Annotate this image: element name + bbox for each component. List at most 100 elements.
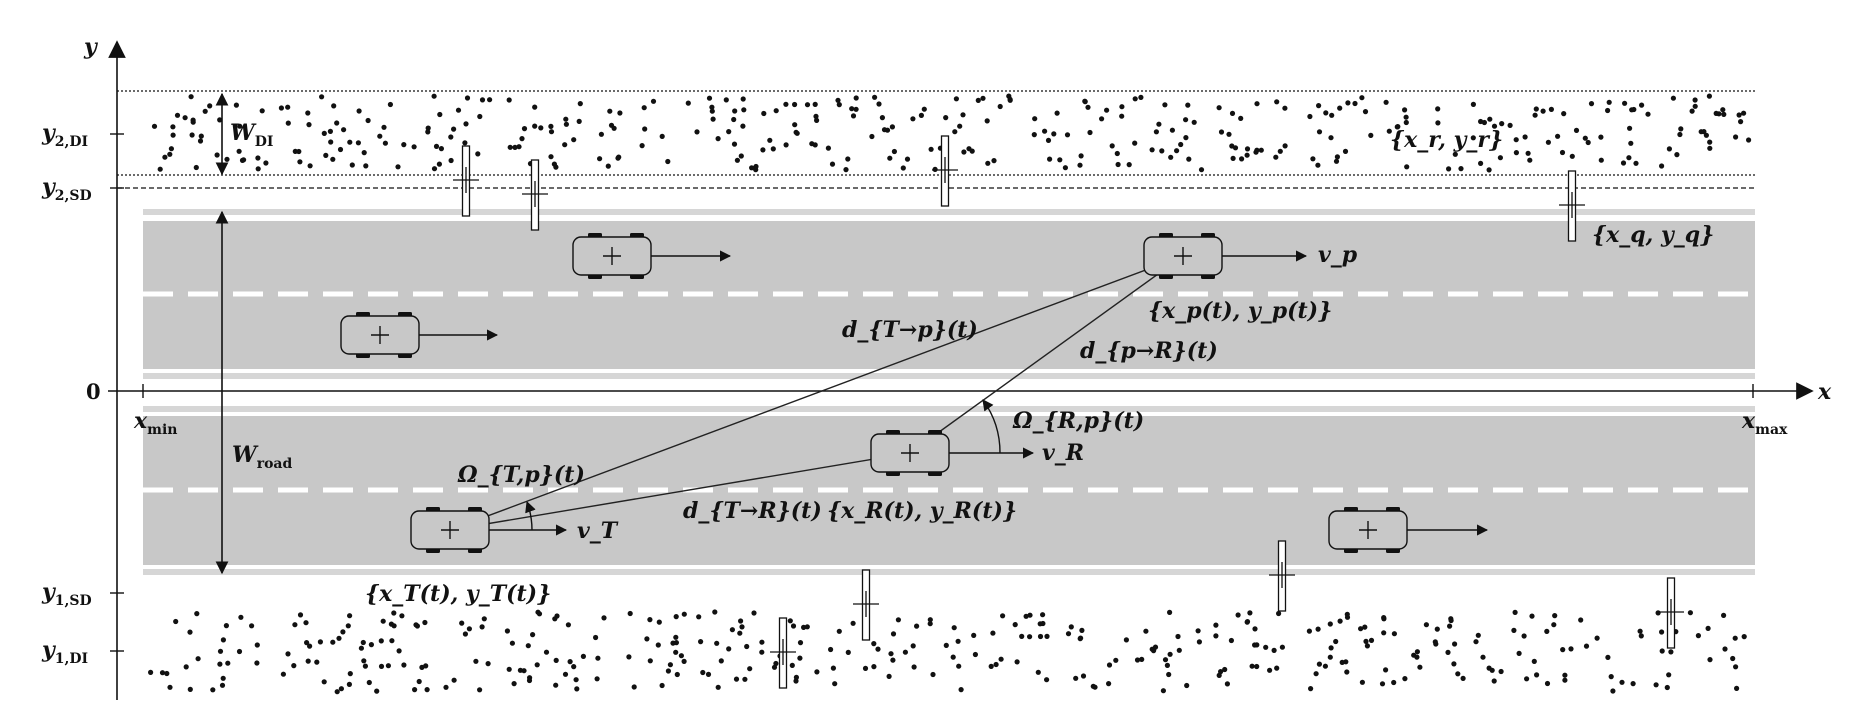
diffuse-scatterer-dot bbox=[729, 627, 736, 633]
diffuse-scatterer-dot bbox=[644, 636, 650, 642]
diffuse-scatterer-dot bbox=[1224, 681, 1230, 687]
diffuse-scatterer-dot bbox=[1540, 108, 1546, 114]
diffuse-scatterer-dot bbox=[740, 123, 746, 129]
diffuse-scatterer-dot bbox=[1434, 626, 1440, 632]
diffuse-scatterer-dot bbox=[562, 671, 569, 677]
diffuse-scatterer-dot bbox=[696, 614, 702, 620]
diffuse-scatterer-dot bbox=[1383, 99, 1389, 105]
diffuse-scatterer-dot bbox=[1359, 679, 1365, 685]
diffuse-scatterer-dot bbox=[377, 133, 383, 139]
diffuse-scatterer-dot bbox=[580, 653, 587, 660]
diffuse-scatterer-dot bbox=[148, 669, 154, 676]
diffuse-scatterer-dot bbox=[307, 643, 313, 649]
diffuse-scatterer-dot bbox=[1475, 632, 1481, 638]
diffuse-scatterer-dot bbox=[1156, 121, 1162, 127]
diffuse-scatterer-dot bbox=[990, 630, 996, 636]
diffuse-scatterer-dot bbox=[1045, 137, 1052, 143]
diffuse-scatterer-dot bbox=[358, 645, 364, 651]
diffuse-scatterer-dot bbox=[879, 115, 886, 121]
diffuse-scatterer-dot bbox=[562, 142, 568, 148]
diffuse-scatterer-dot bbox=[1159, 148, 1165, 154]
diffuse-scatterer-dot bbox=[463, 121, 469, 127]
diffuse-scatterer-dot bbox=[1460, 675, 1466, 682]
lower-road-inner-edge bbox=[143, 406, 1755, 412]
diffuse-scatterer-dot bbox=[804, 102, 811, 108]
diffuse-scatterer-dot bbox=[1608, 674, 1614, 680]
diffuse-scatterer-dot bbox=[433, 143, 440, 149]
diffuse-scatterer-dot bbox=[512, 144, 518, 150]
diffuse-scatterer-dot bbox=[659, 682, 665, 689]
diffuse-scatterer-dot bbox=[1414, 649, 1420, 655]
diffuse-scatterer-dot bbox=[548, 154, 554, 160]
diffuse-scatterer-dot bbox=[577, 101, 583, 107]
diffuse-scatterer-dot bbox=[830, 665, 837, 671]
diffuse-scatterer-dot bbox=[1568, 646, 1574, 652]
specular-scatterer bbox=[853, 569, 879, 641]
diffuse-scatterer-dot bbox=[380, 618, 386, 624]
diffuse-scatterer-dot bbox=[1358, 626, 1364, 632]
diffuse-scatterer-dot bbox=[368, 642, 374, 648]
diffuse-scatterer-dot bbox=[1448, 617, 1454, 624]
diffuse-scatterer-dot bbox=[1551, 622, 1557, 628]
diffuse-scatterer-dot bbox=[552, 616, 558, 622]
diffuse-scatterer-dot bbox=[331, 103, 337, 109]
diffuse-scatterer-dot bbox=[1552, 613, 1558, 619]
diffuse-scatterer-dot bbox=[334, 689, 340, 695]
diffuse-scatterer-dot bbox=[888, 651, 894, 657]
diffuse-scatterer-dot bbox=[1391, 679, 1397, 686]
diffuse-scatterer-dot bbox=[665, 668, 672, 674]
diffuse-scatterer-dot bbox=[1119, 104, 1125, 110]
diffuse-scatterer-dot bbox=[164, 670, 170, 677]
diffuse-scatterer-dot bbox=[943, 642, 949, 649]
diffuse-scatterer-dot bbox=[1277, 148, 1283, 154]
diffuse-scatterer-dot bbox=[1104, 107, 1110, 113]
diffuse-scatterer-dot bbox=[168, 146, 174, 152]
diffuse-scatterer-dot bbox=[1516, 650, 1522, 657]
diffuse-scatterer-dot bbox=[843, 167, 849, 173]
diffuse-scatterer-dot bbox=[459, 620, 465, 626]
diffuse-scatterer-dot bbox=[1741, 110, 1747, 116]
diffuse-scatterer-dot bbox=[1134, 657, 1141, 663]
diffuse-scatterer-dot bbox=[737, 630, 743, 636]
diffuse-scatterer-dot bbox=[217, 648, 224, 654]
diffuse-scatterer-dot bbox=[236, 148, 242, 154]
diffuse-scatterer-dot bbox=[665, 158, 671, 165]
diffuse-scatterer-dot bbox=[431, 93, 437, 99]
diffuse-scatterer-dot bbox=[236, 648, 243, 655]
diffuse-scatterer-dot bbox=[709, 104, 715, 110]
diffuse-scatterer-dot bbox=[381, 124, 387, 130]
diffuse-scatterer-dot bbox=[532, 123, 538, 129]
y-axis-label: y bbox=[83, 34, 99, 60]
diffuse-scatterer-dot bbox=[1216, 672, 1222, 679]
diffuse-scatterer-dot bbox=[525, 643, 531, 649]
diffuse-scatterer-dot bbox=[1513, 150, 1519, 156]
diffuse-scatterer-dot bbox=[872, 94, 878, 100]
diffuse-scatterer-dot bbox=[1522, 134, 1528, 140]
diffuse-scatterer-dot bbox=[1126, 162, 1132, 168]
diffuse-scatterer-dot bbox=[1446, 166, 1452, 172]
diffuse-scatterer-dot bbox=[1119, 113, 1125, 119]
diffuse-scatterer-dot bbox=[1054, 110, 1060, 116]
propagation-paths bbox=[449, 255, 1184, 531]
diffuse-scatterer-dot bbox=[869, 133, 875, 140]
diffuse-scatterer-dot bbox=[1077, 636, 1083, 642]
diffuse-scatterer-dot bbox=[1195, 628, 1201, 634]
diffuse-scatterer-dot bbox=[850, 620, 856, 626]
diffuse-scatterer-dot bbox=[886, 673, 892, 680]
diffuse-scatterer-dot bbox=[195, 656, 201, 662]
diffuse-scatterer-dot bbox=[1666, 672, 1672, 678]
diffuse-scatterer-dot bbox=[1498, 668, 1504, 675]
diffuse-scatterer-dot bbox=[605, 163, 611, 169]
diffuse-scatterer-dot bbox=[1379, 681, 1386, 687]
diffuse-scatterer-dot bbox=[971, 632, 977, 639]
diffuse-scatterer-dot bbox=[1630, 681, 1636, 687]
diffuse-scatterer-dot bbox=[1705, 625, 1711, 632]
upper-road-edge-line bbox=[143, 209, 1755, 215]
diffuse-scatterer-dot bbox=[477, 687, 483, 693]
diffuse-scatterer-dot bbox=[151, 123, 158, 129]
diffuse-scatterer-dot bbox=[162, 154, 168, 160]
diffuse-scatterer-dot bbox=[1386, 128, 1392, 134]
diffuse-scatterer-dot bbox=[1306, 628, 1312, 634]
diffuse-scatterer-dot bbox=[330, 156, 336, 162]
diffuse-scatterer-dot bbox=[1655, 610, 1661, 616]
